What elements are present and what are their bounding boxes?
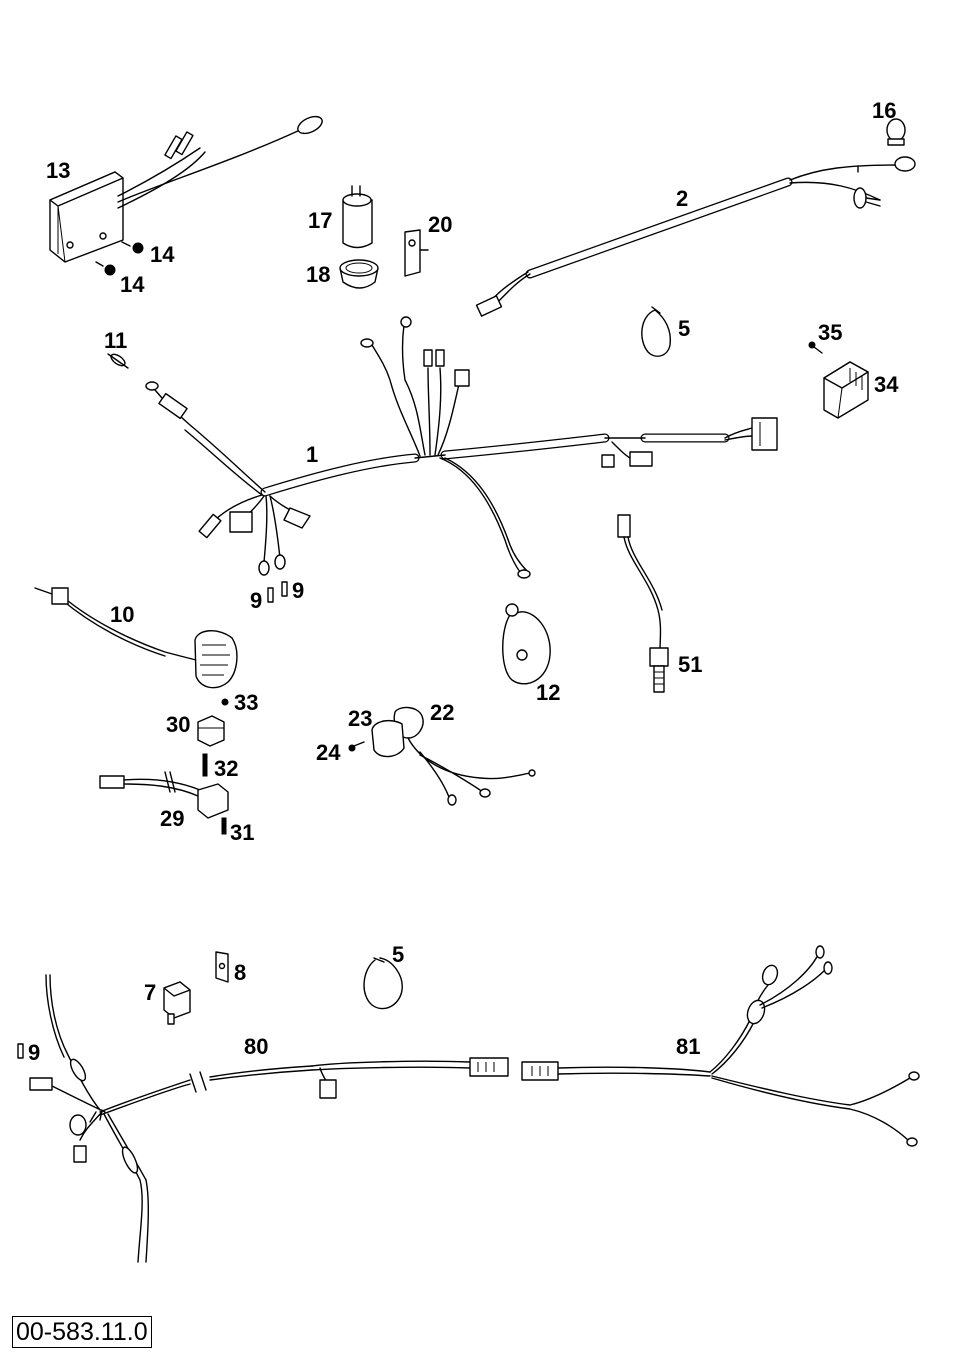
callout-14-upper: 14: [150, 242, 175, 267]
callout-81: 81: [676, 1034, 700, 1059]
callout-30: 30: [166, 712, 190, 737]
temp-sensor-51: [617, 514, 669, 693]
stator-10: [34, 587, 238, 689]
callout-80: 80: [244, 1034, 268, 1059]
callout-22: 22: [430, 700, 454, 725]
callout-5-lower: 5: [392, 942, 404, 967]
callout-9-a: 9: [250, 588, 262, 613]
callout-8: 8: [234, 960, 246, 985]
callout-2: 2: [676, 186, 688, 211]
callout-5-upper: 5: [678, 316, 690, 341]
relay-7: [163, 981, 191, 1025]
callout-35: 35: [818, 320, 842, 345]
callout-10: 10: [110, 602, 134, 627]
holder-18: [339, 259, 379, 289]
callout-7: 7: [144, 980, 156, 1005]
regulator-34: [823, 361, 869, 419]
callout-31: 31: [230, 820, 254, 845]
socket-11: [107, 353, 129, 369]
sensor-29: [99, 771, 229, 819]
callout-13: 13: [46, 158, 70, 183]
washer-33: [221, 698, 229, 706]
capacitor-17: [342, 185, 373, 249]
callout-18: 18: [306, 262, 330, 287]
callout-23: 23: [348, 706, 372, 731]
cover-30: [197, 715, 225, 747]
callout-33: 33: [234, 690, 258, 715]
callout-24: 24: [316, 740, 341, 765]
bulb-16: [886, 118, 906, 146]
callout-32: 32: [214, 756, 238, 781]
callout-14-lower: 14: [120, 272, 145, 297]
callout-20: 20: [428, 212, 452, 237]
harness-80: [29, 974, 509, 1263]
callout-34: 34: [874, 372, 899, 397]
screw-35: [808, 341, 823, 354]
callout-29: 29: [160, 806, 184, 831]
switch-22: [393, 706, 536, 806]
callout-9-b: 9: [292, 578, 304, 603]
housing-23: [371, 719, 405, 758]
screw-32: [202, 753, 208, 777]
callout-51: 51: [678, 652, 702, 677]
cable-tie-5-upper: [641, 306, 672, 357]
screw-24: [348, 741, 365, 752]
callout-16: 16: [872, 98, 896, 123]
screw-14-upper: [121, 241, 144, 254]
callout-labels: 13 14 14 17 18 20 16 2 11 5 35 34 1 9 9 …: [28, 98, 899, 1065]
cable-tie-5-lower: [363, 957, 403, 1010]
callout-12: 12: [536, 680, 560, 705]
bracket-8: [215, 951, 229, 983]
bracket-20: [404, 229, 429, 277]
terminal-9-a: [267, 587, 274, 603]
horn-12: [502, 603, 551, 685]
terminal-9-b: [281, 581, 288, 597]
screw-14-lower: [95, 261, 116, 276]
callout-17: 17: [308, 208, 332, 233]
reference-code-label: 00-583.11.0: [12, 1316, 152, 1348]
callout-9-lower: 9: [28, 1040, 40, 1065]
harness-81: [521, 945, 920, 1147]
headlight-harness-2: [475, 156, 916, 317]
screw-31: [221, 817, 227, 835]
terminal-9-lower: [17, 1043, 24, 1059]
callout-11: 11: [104, 328, 127, 353]
callout-1: 1: [306, 442, 318, 467]
cdi-unit-13: [49, 115, 323, 263]
main-harness-1: [145, 316, 778, 579]
